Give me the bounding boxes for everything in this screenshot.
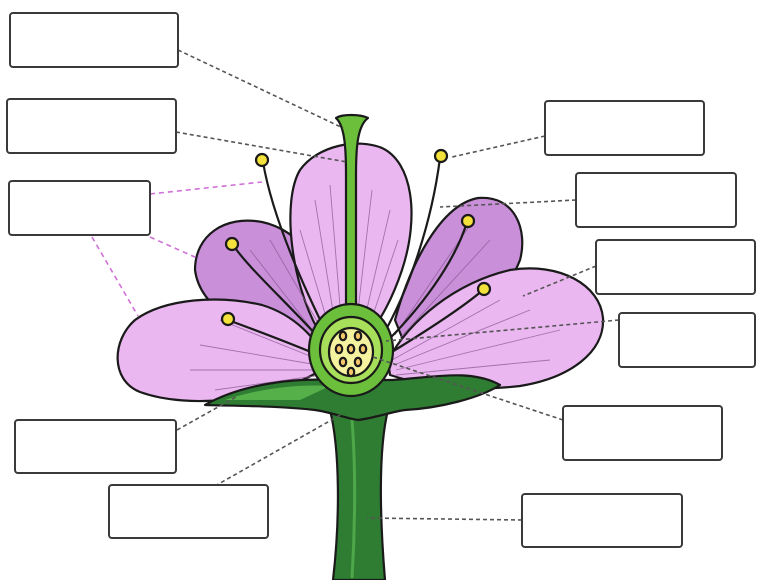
ovule: [360, 345, 366, 353]
ovule: [336, 345, 342, 353]
label-box-5[interactable]: [576, 173, 736, 227]
stem: [330, 410, 388, 580]
ovule: [340, 358, 346, 366]
leader-line-petal-pink: [150, 182, 262, 194]
leader-line-stem: [367, 518, 522, 520]
leader-line-petal-pink: [92, 237, 138, 316]
label-box-1[interactable]: [10, 13, 178, 67]
anther: [226, 238, 238, 250]
leader-line-receptacle: [215, 414, 342, 486]
anther: [222, 313, 234, 325]
label-box-2[interactable]: [7, 99, 176, 153]
label-box-6[interactable]: [596, 240, 755, 294]
leader-line-petal-pink: [150, 237, 197, 258]
label-box-7[interactable]: [619, 313, 755, 367]
label-box-4[interactable]: [545, 101, 704, 155]
anther: [478, 283, 490, 295]
label-box-11[interactable]: [522, 494, 682, 547]
leader-line-stigma: [178, 50, 343, 128]
ovule: [340, 332, 346, 340]
label-box-8[interactable]: [563, 406, 722, 460]
label-box-10[interactable]: [109, 485, 268, 538]
label-box-9[interactable]: [15, 420, 176, 473]
anther: [435, 150, 447, 162]
ovule: [355, 358, 361, 366]
ovule: [348, 368, 354, 376]
anther: [462, 215, 474, 227]
leader-line-anther: [452, 136, 545, 157]
ovule: [355, 332, 361, 340]
ovule: [348, 345, 354, 353]
anther: [256, 154, 268, 166]
label-box-3[interactable]: [9, 181, 150, 235]
